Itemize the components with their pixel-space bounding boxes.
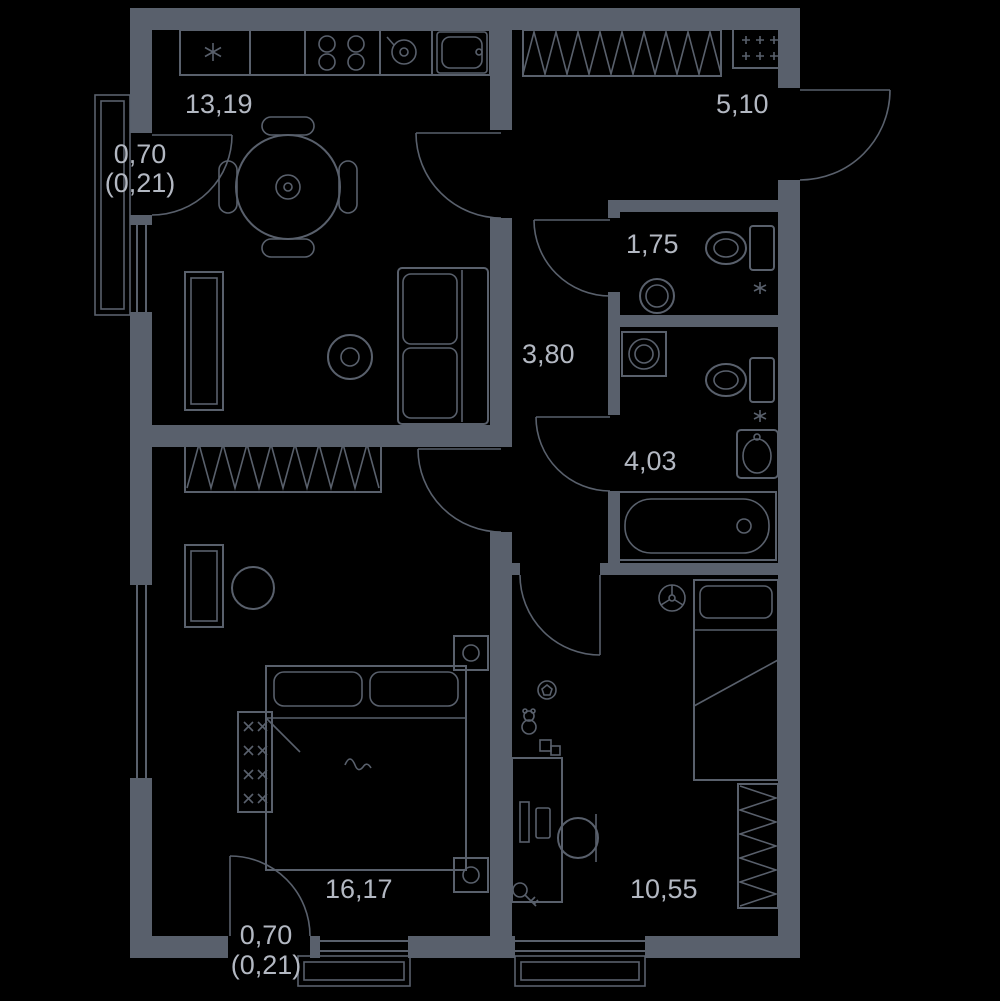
ball-icon (537, 680, 557, 700)
mirror (231, 566, 275, 610)
toilet-wc (705, 225, 775, 294)
balcony-top-frame (94, 94, 131, 316)
toys (521, 680, 561, 756)
block-icon (539, 739, 552, 752)
room-label-kitchen: 13,19 (185, 89, 253, 119)
desk (511, 757, 563, 903)
room-labels: 13,19 5,10 1,75 3,80 4,03 16,17 10,55 0,… (105, 89, 769, 980)
toilet-basin (639, 278, 675, 314)
room-label-balcony-top-factored: (0,21) (105, 168, 176, 198)
balcony-top-door (151, 134, 233, 216)
washing-machine (621, 331, 667, 377)
bathtub (617, 491, 777, 561)
room-label-balcony-bottom-factored: (0,21) (231, 950, 302, 980)
drying-rack-hatch (737, 783, 779, 909)
stove-burners-icon (318, 35, 365, 71)
bedroom-door (417, 448, 502, 533)
room-label-balcony-top: 0,70 (114, 139, 167, 169)
fridge-icon (204, 43, 222, 61)
door-arcs (151, 89, 891, 937)
shoe-rack (732, 27, 786, 69)
chair-left (218, 160, 238, 214)
single-bed (693, 579, 779, 781)
pillow-left (273, 671, 363, 707)
window-sills-bottom (297, 955, 646, 987)
bedroom-closet-hatch (184, 439, 382, 493)
outer-walls (130, 8, 800, 958)
room-label-bedroom: 16,17 (325, 874, 393, 904)
nightstand-top (453, 635, 489, 671)
blanket-doodle (344, 758, 372, 771)
bathroom-door (535, 416, 611, 492)
dresser (184, 544, 224, 628)
kettle-icon (386, 36, 417, 65)
kitchen-sink-icon (436, 31, 488, 74)
balcony-bottom-door (229, 855, 311, 937)
wardrobe-crossed (237, 711, 273, 813)
sofa (397, 267, 489, 425)
windows (136, 225, 645, 952)
nightstand-bottom (453, 857, 489, 893)
entrance-door (799, 89, 891, 181)
room-label-bathroom: 4,03 (624, 446, 677, 476)
child-room-door (519, 574, 601, 656)
pillow-right (369, 671, 459, 707)
flush-icon (753, 282, 767, 294)
key-icon (512, 882, 539, 907)
hall-wardrobe-hatch (522, 28, 722, 78)
keyboard (535, 807, 551, 839)
room-label-toilet: 1,75 (626, 229, 679, 259)
flush-icon (753, 410, 767, 422)
bathroom-wc (705, 357, 775, 422)
pillow (699, 585, 773, 619)
room-label-child-room: 10,55 (630, 874, 698, 904)
vent-fan-icon (658, 584, 686, 612)
room-label-balcony-bottom: 0,70 (240, 920, 293, 950)
chair-right (338, 160, 358, 214)
room-label-hallway: 5,10 (716, 89, 769, 119)
kitchen-door (415, 132, 502, 219)
blanket-fold (693, 659, 779, 707)
teddy-icon (521, 708, 537, 735)
monitor (519, 801, 530, 843)
double-bed (265, 665, 467, 871)
desk-chair (557, 814, 599, 862)
room-label-corridor: 3,80 (522, 339, 575, 369)
interior-walls (152, 30, 800, 936)
kitchen-counter (179, 29, 491, 76)
block-icon (550, 745, 561, 756)
toilet-door (533, 219, 611, 297)
chair-bottom (261, 238, 315, 258)
dining-table (218, 116, 358, 258)
side-table (327, 334, 373, 380)
chair-top (261, 116, 315, 136)
bathroom-sink (736, 429, 779, 479)
kitchen-shelf (184, 271, 224, 411)
